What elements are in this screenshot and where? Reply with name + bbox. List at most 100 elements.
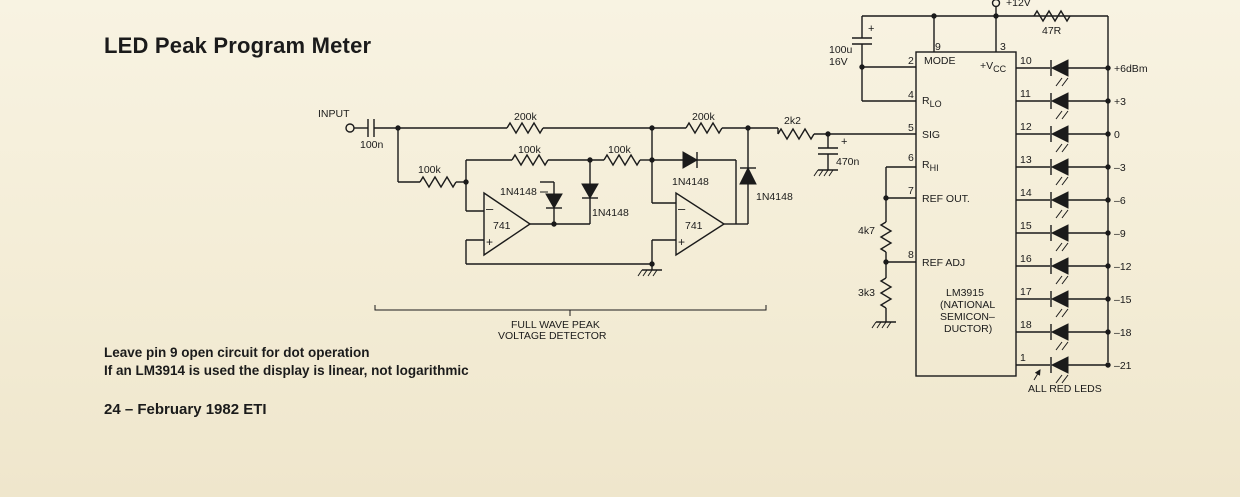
light-ray: [1061, 374, 1069, 384]
led-row: 10 +6dBm: [1016, 55, 1148, 87]
led-diode: [1050, 59, 1069, 77]
light-ray: [1055, 341, 1063, 351]
resistor-supply-label: 47R: [1042, 25, 1062, 37]
pin-6-name: RHI: [922, 159, 939, 173]
page-footer: 24 – February 1982 ETI: [104, 401, 267, 418]
led-level-label: +6dBm: [1114, 63, 1148, 75]
led-row: 11+3: [1016, 88, 1126, 120]
led-pin-number: 12: [1020, 121, 1032, 133]
input-capacitor-label: 100n: [360, 139, 384, 151]
light-ray: [1055, 143, 1063, 153]
led-row: 15 –9: [1016, 220, 1126, 252]
detector-label-1: FULL WAVE PEAK: [511, 319, 600, 331]
diode-d1: [545, 193, 563, 210]
led-level-label: –9: [1114, 228, 1126, 240]
pin-8-number: 8: [908, 249, 914, 261]
pin-8-name: REF ADJ: [922, 257, 965, 269]
led-diode: [1050, 290, 1069, 308]
led-diode: [1050, 125, 1069, 143]
diode-d1-label: 1N4148: [500, 186, 537, 198]
resistor-r3: [777, 127, 815, 141]
led-level-label: –21: [1114, 360, 1132, 372]
resistor-r2: [685, 121, 723, 135]
ic-name: LM3915: [946, 287, 984, 299]
detector-bracket: [374, 305, 767, 311]
svg-text:+: +: [486, 235, 493, 249]
led-pin-number: 18: [1020, 319, 1032, 331]
led-pin-number: 16: [1020, 253, 1032, 265]
led-row: 1–21: [1016, 352, 1132, 384]
opamp-1: [483, 191, 532, 257]
led-level-label: –18: [1114, 327, 1132, 339]
led-pin-number: 10: [1020, 55, 1032, 67]
resistor-r1: [506, 121, 544, 135]
pin-4-name: RLO: [922, 95, 942, 109]
light-ray: [1061, 341, 1069, 351]
light-ray: [1061, 275, 1069, 285]
resistor-r5: [511, 153, 549, 167]
led-pin-number: 17: [1020, 286, 1032, 298]
led-pin-number: 15: [1020, 220, 1032, 232]
led-diode: [1050, 323, 1069, 341]
signal-capacitor-label: 470n: [836, 156, 860, 168]
diode-d2: [581, 183, 599, 200]
supply-terminal: [991, 0, 1001, 8]
pin-3-number: 3: [1000, 41, 1006, 53]
input-label: INPUT: [318, 108, 350, 120]
ic-maker-line-3: DUCTOR): [944, 323, 992, 335]
light-ray: [1055, 275, 1063, 285]
light-ray: [1061, 143, 1069, 153]
svg-text:+: +: [841, 136, 847, 148]
light-ray: [1055, 209, 1063, 219]
note-dot-operation: Leave pin 9 open circuit for dot operati…: [104, 345, 370, 360]
led-diode: [1050, 356, 1069, 374]
light-ray: [1061, 209, 1069, 219]
resistor-supply: [1033, 9, 1071, 23]
ic-lm3915: [915, 51, 1017, 377]
led-row: 16–12: [1016, 253, 1132, 285]
led-row: 120: [1016, 121, 1120, 153]
led-diode: [1050, 191, 1069, 209]
resistor-adj-label: 3k3: [858, 287, 875, 299]
resistor-adj: [879, 277, 893, 309]
pin-7-name: REF OUT.: [922, 193, 970, 205]
resistor-r6: [603, 153, 641, 167]
pin-4-number: 4: [908, 89, 914, 101]
pin-6-number: 6: [908, 152, 914, 164]
ic-maker-line-2: SEMICON–: [940, 311, 995, 323]
light-ray: [1055, 77, 1063, 87]
led-array: 10+6dBm11+312013–314–615–916–1217–1518–1…: [1016, 55, 1148, 384]
resistor-r4: [419, 175, 457, 189]
note-lm3914: If an LM3914 is used the display is line…: [104, 363, 469, 378]
opamp-2: [675, 191, 726, 257]
led-level-label: –6: [1114, 195, 1126, 207]
svg-text:+: +: [678, 235, 685, 249]
led-diode: [1050, 158, 1069, 176]
pin-2-number: 2: [908, 55, 914, 67]
svg-text:–: –: [486, 201, 494, 216]
light-ray: [1055, 308, 1063, 318]
input-terminal: [345, 123, 355, 133]
pin-9-number: 9: [935, 41, 941, 53]
supply-capacitor-voltage: 16V: [829, 56, 848, 68]
led-diode: [1050, 257, 1069, 275]
supply-label: +12V: [1006, 0, 1031, 9]
led-level-label: +3: [1114, 96, 1126, 108]
light-ray: [1055, 110, 1063, 120]
opamp-2-label: 741: [685, 220, 703, 232]
led-row: 14 –6: [1016, 187, 1126, 219]
led-pin-number: 14: [1020, 187, 1032, 199]
diode-d2-label: 1N4148: [592, 207, 629, 219]
diode-d4-label: 1N4148: [756, 191, 793, 203]
resistor-r3-label: 2k2: [784, 115, 801, 127]
light-ray: [1055, 374, 1063, 384]
resistor-r4-label: 100k: [418, 164, 442, 176]
resistor-r5-label: 100k: [518, 144, 542, 156]
pin-5-name: SIG: [922, 129, 940, 141]
led-diode: [1050, 92, 1069, 110]
supply-capacitor-label: 100u: [829, 44, 853, 56]
led-level-label: –3: [1114, 162, 1126, 174]
page-title: LED Peak Program Meter: [104, 33, 372, 58]
leds-label: ALL RED LEDS: [1028, 383, 1102, 395]
